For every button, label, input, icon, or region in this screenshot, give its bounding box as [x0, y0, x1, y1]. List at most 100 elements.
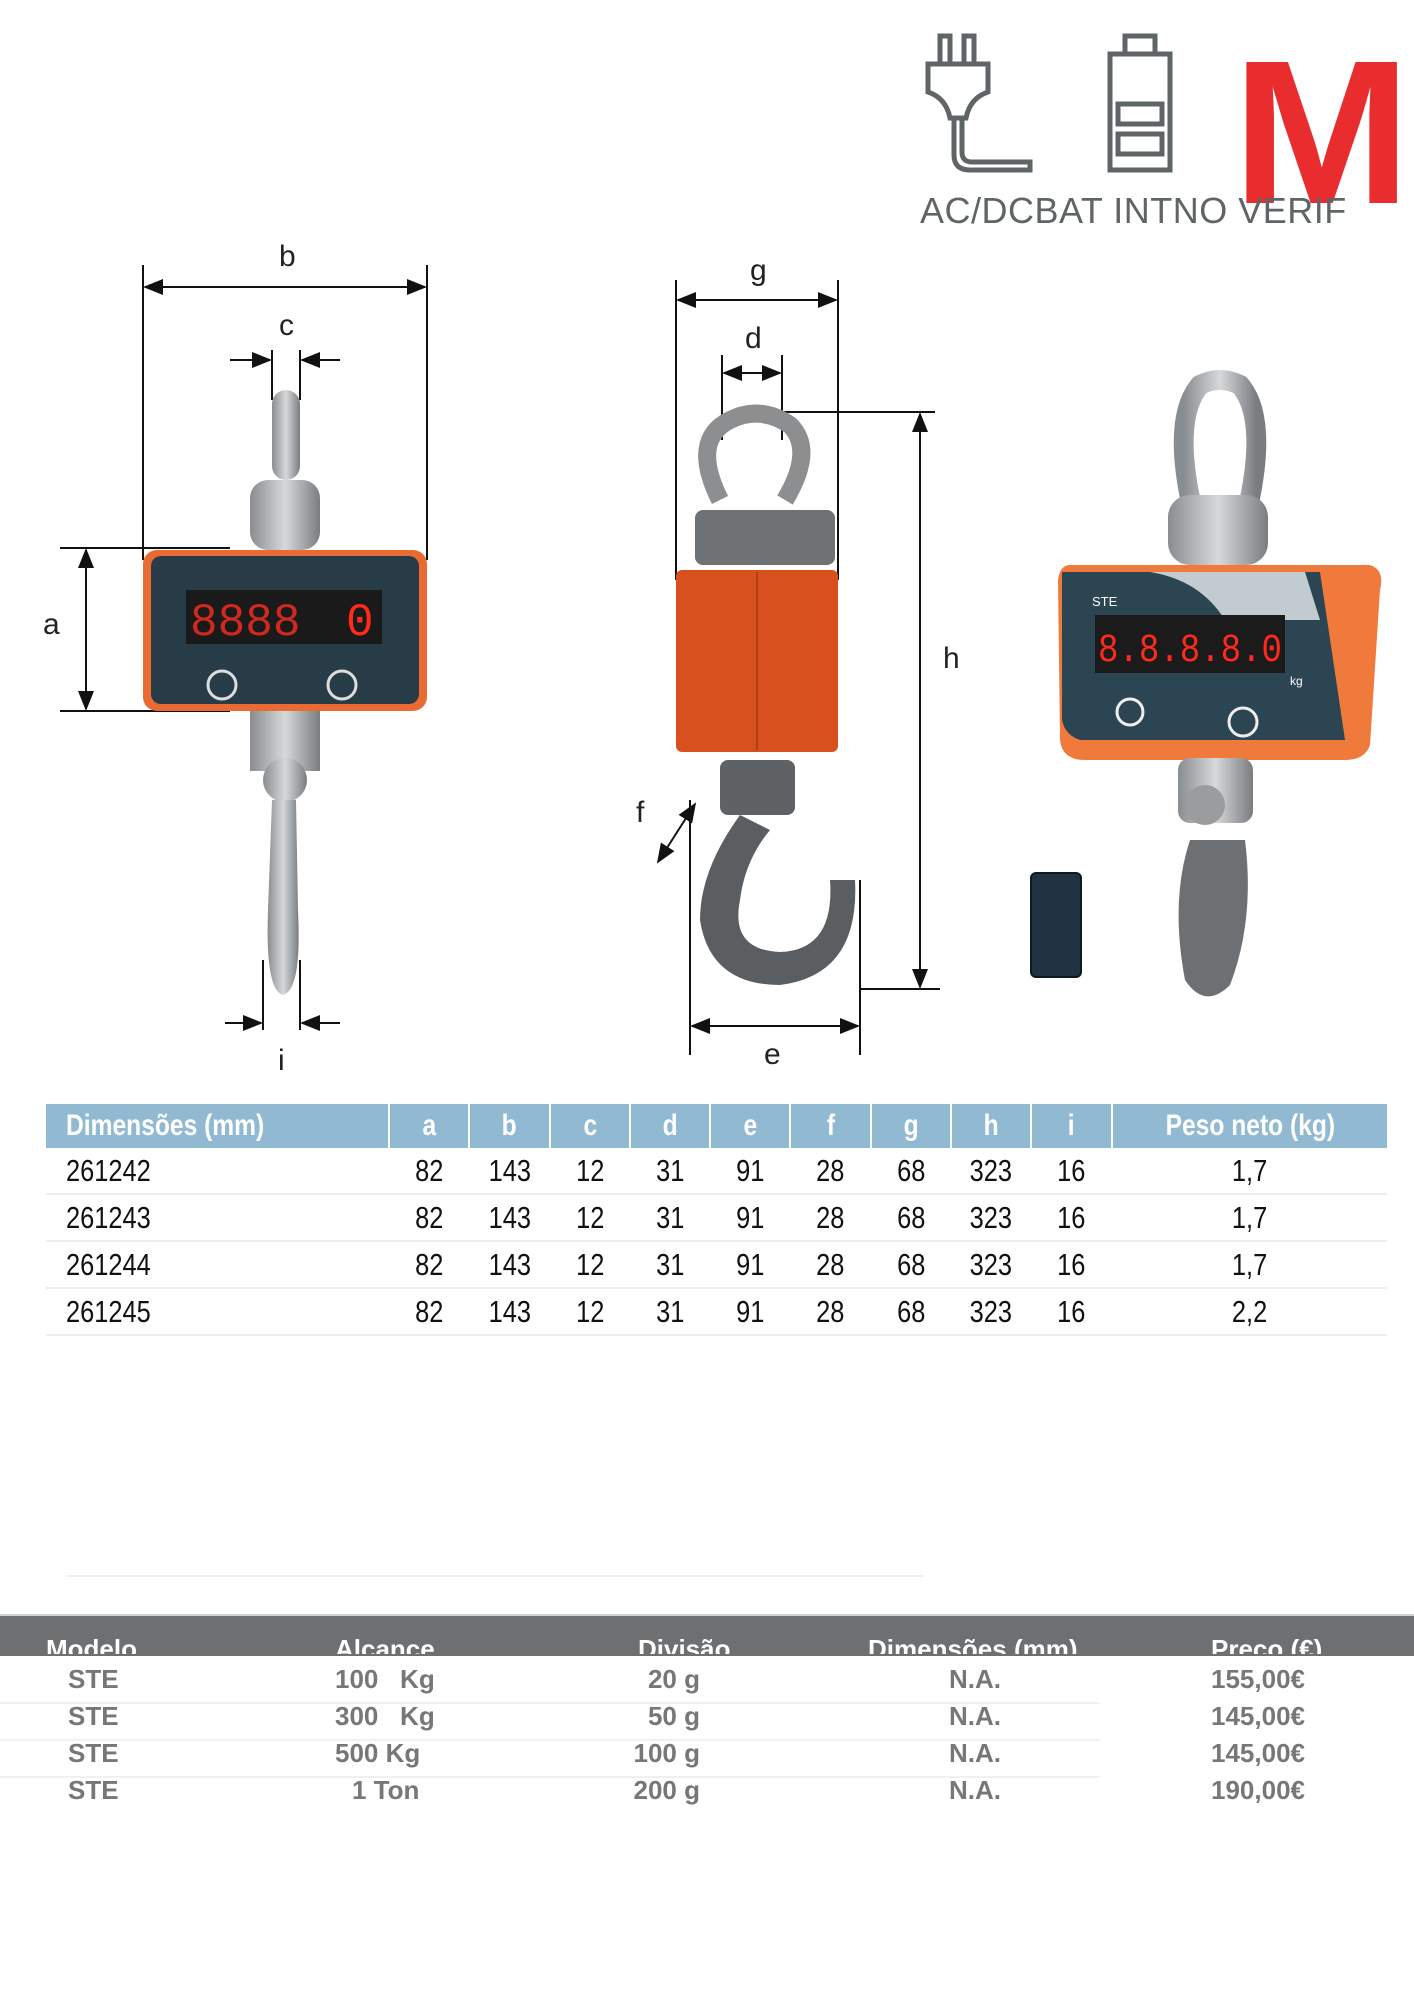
value-cell: 143	[469, 1148, 550, 1195]
value-cell: 323	[951, 1241, 1031, 1289]
label-b: b	[279, 240, 296, 273]
price-table-header	[0, 1614, 1414, 1656]
model-code-cell: 261244	[46, 1241, 389, 1289]
value-cell: 16	[1031, 1194, 1112, 1242]
price-range-cell: 300 Kg	[335, 1701, 435, 1731]
header-cell: h	[951, 1104, 1032, 1148]
certification-text: AC/DCBAT INTNO VERIF	[920, 190, 1347, 231]
header-cell: i	[1031, 1104, 1113, 1148]
price-dimensions-cell: N.A.	[949, 1664, 1001, 1694]
header-cell: g	[871, 1104, 952, 1148]
header-cell: e	[710, 1104, 791, 1148]
header-cell: b	[469, 1104, 551, 1148]
header-cell: Peso neto (kg)	[1112, 1104, 1387, 1148]
value-cell: 2,2	[1112, 1288, 1387, 1336]
row-divider	[0, 1776, 1100, 1778]
price-model-cell: STE	[68, 1775, 119, 1805]
header-cell: c	[550, 1104, 631, 1148]
value-cell: 323	[951, 1288, 1031, 1336]
value-cell: 82	[389, 1241, 469, 1289]
value-cell: 82	[389, 1148, 469, 1195]
model-code-cell: 261242	[46, 1148, 389, 1195]
model-code-cell: 261245	[46, 1288, 389, 1336]
value-cell: 1,7	[1112, 1194, 1387, 1242]
price-value-cell: 190,00€	[1211, 1775, 1305, 1805]
photo-panel-label: STE	[1092, 594, 1118, 609]
value-cell: 16	[1031, 1288, 1112, 1336]
value-cell: 323	[951, 1194, 1031, 1242]
dimension-labels: b c a i g d h f e	[43, 240, 960, 1077]
price-value-cell: 145,00€	[1211, 1738, 1305, 1768]
value-cell: 91	[710, 1148, 790, 1195]
value-cell: 28	[790, 1194, 871, 1242]
value-cell: 1,7	[1112, 1148, 1387, 1195]
dimensions-header-row: Dimensões (mm) a b c d e f g h i Peso ne…	[46, 1104, 1387, 1148]
divider	[66, 1575, 924, 1577]
value-cell: 143	[469, 1288, 550, 1336]
row-divider	[0, 1702, 1100, 1704]
value-cell: 12	[550, 1288, 630, 1336]
value-cell: 68	[871, 1148, 951, 1195]
product-diagrams: 8888 0 STE 8.8.8.	[43, 240, 1382, 1077]
value-cell: 68	[871, 1194, 951, 1242]
header-cell: d	[630, 1104, 711, 1148]
value-cell: 28	[790, 1148, 871, 1195]
label-f: f	[636, 796, 645, 829]
value-cell: 16	[1031, 1148, 1112, 1195]
price-range-cell: 500 Kg	[335, 1738, 421, 1768]
value-cell: 12	[550, 1194, 630, 1242]
price-division-cell: 200 g	[633, 1775, 701, 1805]
value-cell: 91	[710, 1241, 790, 1289]
value-cell: 28	[790, 1241, 871, 1289]
header-cell: f	[790, 1104, 872, 1148]
side-view-diagram	[656, 280, 940, 1055]
value-cell: 1,7	[1112, 1241, 1387, 1289]
value-cell: 31	[630, 1288, 710, 1336]
price-value-cell: 155,00€	[1211, 1664, 1305, 1694]
dimensions-table: Dimensões (mm) a b c d e f g h i Peso ne…	[46, 1104, 1387, 1336]
price-range-cell: 100 Kg	[335, 1664, 435, 1694]
price-division-cell: 100 g	[633, 1738, 701, 1768]
price-dimensions-cell: N.A.	[949, 1738, 1001, 1768]
photo-unit-label: kg	[1290, 674, 1303, 688]
price-range-cell: 1 Ton	[352, 1775, 420, 1805]
value-cell: 143	[469, 1194, 550, 1242]
svg-text:0: 0	[346, 597, 374, 649]
front-view-diagram: 8888 0	[60, 265, 428, 1031]
price-dimensions-cell: N.A.	[949, 1775, 1001, 1805]
price-header-preco: Preco (€)	[1211, 1634, 1323, 1654]
price-header-dimensoes: Dimensões (mm)	[868, 1634, 1078, 1654]
photo-led-display: 8.8.8.8.0	[1098, 629, 1282, 674]
battery-icon	[1107, 33, 1173, 173]
value-cell: 16	[1031, 1241, 1112, 1289]
value-cell: 143	[469, 1241, 550, 1289]
product-photo: STE 8.8.8.8.0 kg	[1030, 370, 1382, 997]
label-a: a	[43, 608, 60, 641]
label-d: d	[745, 322, 762, 355]
value-cell: 28	[790, 1288, 871, 1336]
value-cell: 31	[630, 1148, 710, 1195]
value-cell: 68	[871, 1288, 951, 1336]
price-model-cell: STE	[68, 1664, 119, 1694]
value-cell: 31	[630, 1241, 710, 1289]
price-division-cell: 20 g	[647, 1664, 700, 1694]
label-e: e	[764, 1038, 781, 1071]
row-divider	[0, 1739, 1100, 1741]
value-cell: 82	[389, 1194, 469, 1242]
price-dimensions-cell: N.A.	[949, 1701, 1001, 1731]
price-header-alcance: Alcance	[335, 1634, 435, 1654]
price-header-modelo: Modelo	[46, 1634, 137, 1654]
price-value-cell: 145,00€	[1211, 1701, 1305, 1731]
value-cell: 82	[389, 1288, 469, 1336]
label-g: g	[750, 254, 767, 287]
label-c: c	[279, 309, 294, 342]
value-cell: 91	[710, 1288, 790, 1336]
header-cell: a	[389, 1104, 470, 1148]
value-cell: 68	[871, 1241, 951, 1289]
value-cell: 12	[550, 1241, 630, 1289]
power-plug-icon	[925, 33, 1033, 173]
